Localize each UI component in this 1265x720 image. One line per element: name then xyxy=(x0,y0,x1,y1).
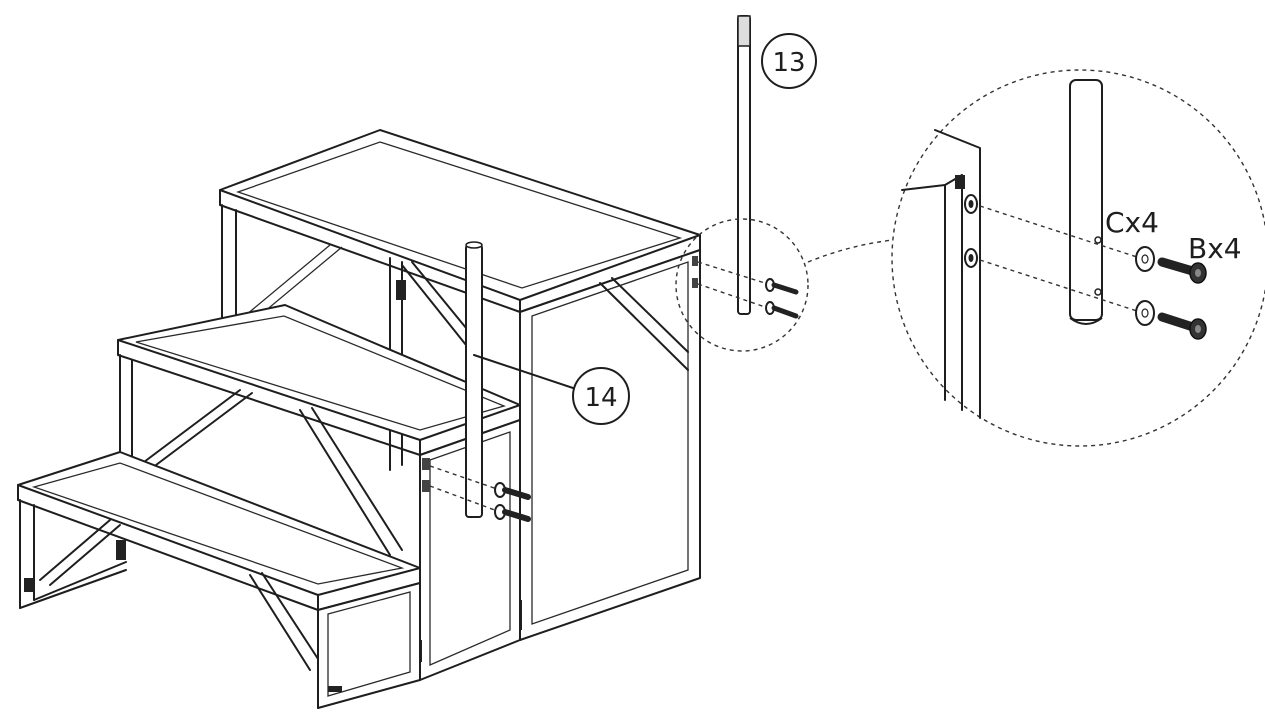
part-number-14: 14 xyxy=(584,383,617,413)
bolt-b-quantity: Bx4 xyxy=(1188,232,1242,265)
bolt-post-13-upper xyxy=(765,278,799,295)
middle-step xyxy=(117,304,521,556)
washer-c-lower xyxy=(1135,300,1155,326)
bolt-post-14-lower xyxy=(494,504,531,522)
top-platform xyxy=(219,129,701,313)
washer-c-upper xyxy=(1135,246,1155,272)
bolt-post-14-upper xyxy=(494,482,531,500)
stair-frame xyxy=(17,129,701,709)
bolt-b-lower xyxy=(1157,312,1207,340)
middle-panel xyxy=(414,419,521,681)
post-14 xyxy=(429,241,586,522)
bottom-panel xyxy=(317,582,421,709)
detail-enlargement: Cx4 Bx4 xyxy=(891,69,1265,447)
bottom-step xyxy=(17,451,421,671)
callout-14: 14 xyxy=(572,367,630,425)
side-panel xyxy=(514,249,701,641)
bolt-b-upper xyxy=(1157,257,1207,284)
part-number-13: 13 xyxy=(772,48,805,78)
washer-c-quantity: Cx4 xyxy=(1105,206,1159,239)
detail-connector xyxy=(807,239,894,263)
callout-13: 13 xyxy=(761,33,817,89)
bolt-post-13-lower xyxy=(765,301,799,319)
post-13 xyxy=(692,15,799,319)
detail-marker-circle xyxy=(675,218,809,352)
